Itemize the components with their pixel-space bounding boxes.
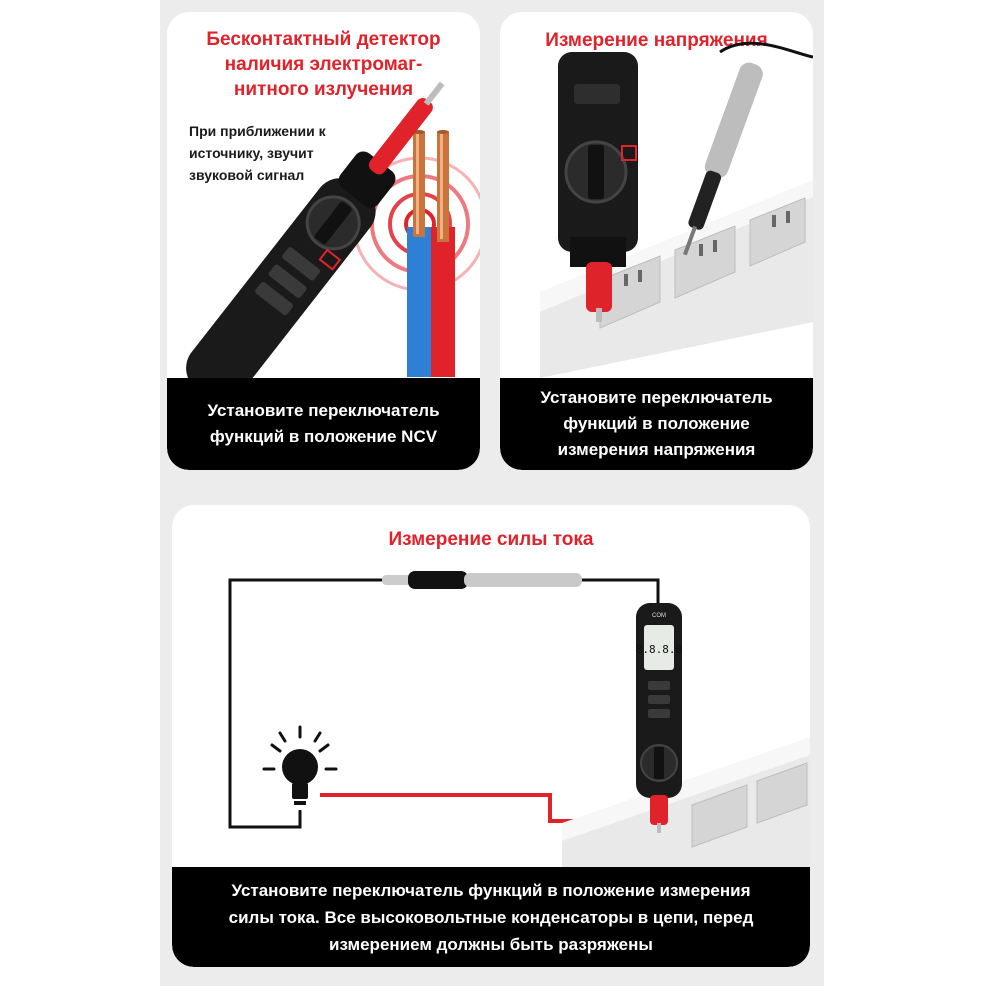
panel-current: Измерение силы тока	[172, 505, 810, 967]
panel-voltage-caption: Установите переключатель функций в полож…	[500, 378, 813, 470]
note-line: При приближении к	[189, 123, 326, 139]
ncv-illustration	[186, 81, 480, 378]
panel-ncv-title: Бесконтактный детектор наличия электрома…	[167, 27, 480, 102]
ncv-note: При приближении к источнику, звучит звук…	[189, 120, 326, 186]
title-line: наличия электромаг-	[224, 54, 423, 75]
caption-line: силы тока. Все высоковольтные конденсато…	[228, 907, 754, 927]
lcd-digits: 8.8.8.8	[636, 643, 682, 656]
test-probe-icon	[382, 571, 582, 589]
title-line: Бесконтактный детектор	[206, 29, 441, 50]
wire-pair-icon	[407, 130, 455, 377]
panel-ncv: Бесконтактный детектор наличия электрома…	[167, 12, 480, 470]
caption-line: измерением должны быть разряжены	[329, 934, 653, 954]
test-probe-icon	[683, 41, 813, 256]
voltage-illustration	[540, 41, 813, 378]
com-label: COM	[652, 613, 666, 619]
caption-line: Установите переключатель	[540, 388, 773, 407]
title-line: нитного излучения	[233, 79, 414, 100]
multimeter-pen-icon: 8.8.8.8 COM	[636, 603, 682, 833]
note-line: звуковой сигнал	[189, 167, 305, 183]
caption-line: функций в положение NCV	[209, 427, 438, 446]
panel-ncv-caption: Установите переключатель функций в полож…	[167, 378, 480, 470]
panel-current-caption: Установите переключатель функций в полож…	[172, 867, 810, 967]
light-bulb-icon	[262, 725, 338, 805]
power-strip-icon	[562, 737, 810, 867]
panel-voltage-title: Измерение напряжения	[545, 30, 768, 51]
caption-line: функций в положение	[563, 414, 750, 433]
multimeter-pen-icon	[558, 52, 638, 322]
caption-line: измерения напряжения	[557, 440, 756, 459]
panel-current-title: Измерение силы тока	[388, 529, 594, 550]
caption-line: Установите переключатель функций в полож…	[231, 880, 751, 900]
note-line: источнику, звучит	[189, 145, 314, 161]
panel-voltage: Измерение напряжения	[500, 12, 813, 470]
current-illustration: 8.8.8.8 COM	[228, 571, 810, 867]
multimeter-pen-icon	[186, 81, 445, 378]
caption-line: Установите переключатель	[207, 401, 440, 420]
